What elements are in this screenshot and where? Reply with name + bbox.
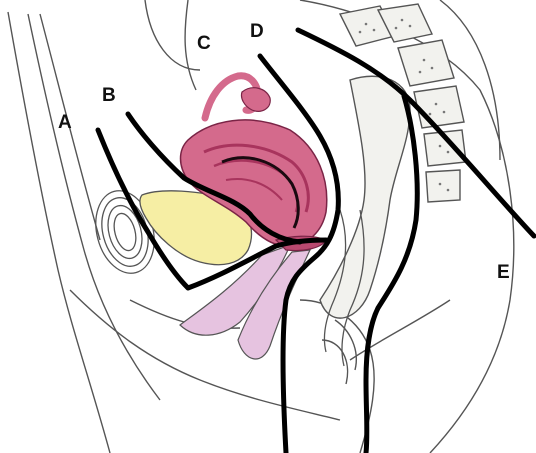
label-b: B (102, 85, 116, 106)
label-e: E (497, 262, 510, 283)
label-d: D (250, 21, 264, 42)
label-a: A (58, 112, 72, 133)
cut-lines (98, 30, 534, 453)
label-c: C (197, 33, 211, 54)
